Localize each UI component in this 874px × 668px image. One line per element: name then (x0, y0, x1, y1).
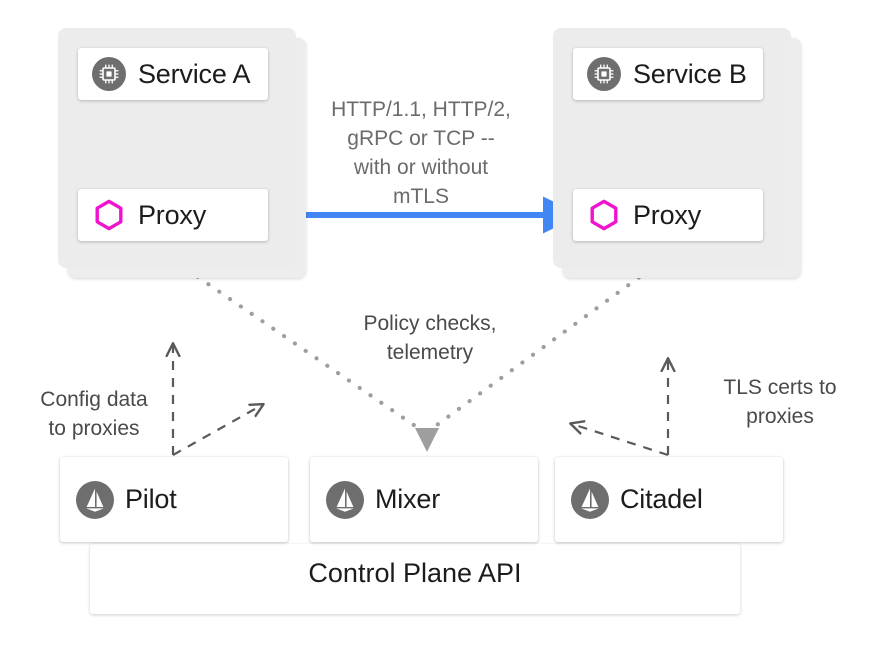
tls-certs-annotation: TLS certs to proxies (723, 376, 837, 428)
control-plane-api-bar: Control Plane API (90, 544, 740, 614)
proxy-left-label: Proxy (138, 199, 207, 230)
mixer-label: Mixer (375, 484, 440, 514)
chip-icon (587, 57, 621, 91)
config-data-arrows (173, 345, 262, 456)
config-data-annotation: Config data to proxies (40, 388, 148, 440)
istio-sail-icon (326, 480, 364, 519)
proxy-right-box[interactable]: Proxy (573, 189, 763, 241)
service-a-label: Service A (138, 58, 251, 89)
pilot-label: Pilot (125, 484, 177, 514)
proxy-left-box[interactable]: Proxy (78, 189, 268, 241)
proxy-right-label: Proxy (633, 199, 702, 230)
istio-sail-icon (76, 480, 114, 519)
citadel-box[interactable]: Citadel (555, 457, 783, 542)
control-plane-api-label: Control Plane API (308, 558, 522, 588)
mixer-box[interactable]: Mixer (310, 457, 538, 542)
policy-telemetry-annotation: Policy checks, telemetry (363, 312, 497, 364)
service-b-label: Service B (633, 58, 747, 89)
chip-icon (92, 57, 126, 91)
hexagon-icon (92, 198, 126, 232)
istio-sail-icon (571, 480, 609, 519)
hexagon-icon (587, 198, 621, 232)
service-b-box[interactable]: Service B (573, 48, 763, 100)
pilot-box[interactable]: Pilot (60, 457, 288, 542)
protocols-annotation: HTTP/1.1, HTTP/2, gRPC or TCP -- with or… (331, 98, 511, 208)
tls-certs-arrows (572, 360, 668, 457)
service-a-box[interactable]: Service A (78, 48, 268, 100)
citadel-label: Citadel (620, 484, 703, 514)
